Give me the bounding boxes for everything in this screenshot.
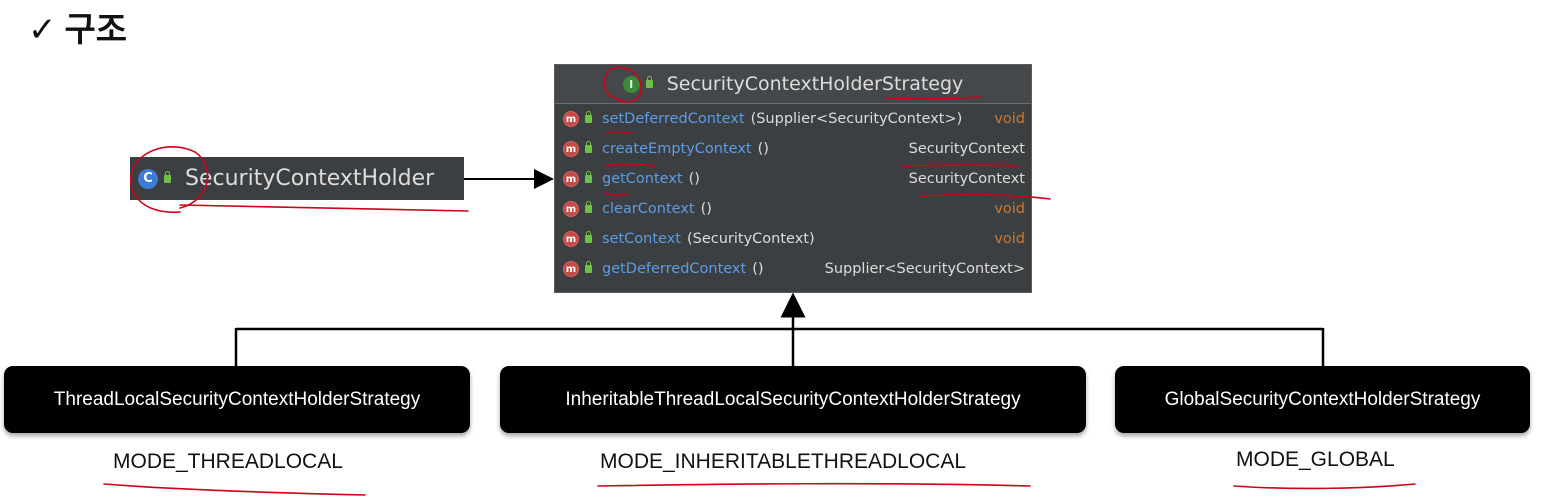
checkmark-icon: ✓: [28, 10, 57, 50]
method-name: getDeferredContext: [602, 261, 747, 277]
strategy-interface-box: I SecurityContextHolderStrategy m setDef…: [554, 64, 1032, 293]
page-title: ✓구조: [28, 2, 127, 51]
method-name: clearContext: [602, 201, 695, 217]
mode-label-inheritable: MODE_INHERITABLETHREADLOCAL: [600, 450, 967, 473]
annotation-underline: [103, 483, 366, 496]
lock-icon: [645, 76, 653, 88]
method-return-type: SecurityContext: [908, 141, 1025, 157]
holder-class-name: SecurityContextHolder: [185, 166, 435, 191]
method-params: (): [757, 141, 769, 157]
method-icon: m: [563, 111, 579, 127]
method-params: (): [688, 171, 700, 187]
lock-icon: [164, 170, 171, 183]
lock-icon: [585, 201, 592, 213]
method-row: m clearContext () void: [555, 194, 1031, 224]
annotation-underline: [597, 482, 1031, 487]
method-row: m setDeferredContext (Supplier<SecurityC…: [555, 104, 1031, 134]
annotation-underline: [179, 204, 469, 212]
holder-class-box: C SecurityContextHolder: [130, 157, 464, 200]
title-text: 구조: [64, 10, 128, 50]
impl-class-name: ThreadLocalSecurityContextHolderStrategy: [53, 388, 421, 410]
impl-class-name: GlobalSecurityContextHolderStrategy: [1164, 388, 1481, 410]
method-row: m getDeferredContext () Supplier<Securit…: [555, 254, 1031, 284]
method-row: m getContext () SecurityContext: [555, 164, 1031, 194]
strategy-interface-name: SecurityContextHolderStrategy: [666, 73, 964, 95]
method-name: setDeferredContext: [602, 111, 745, 127]
annotation-underline: [1233, 483, 1416, 490]
interface-icon: I: [622, 75, 640, 93]
lock-icon: [585, 141, 592, 153]
method-params: (SecurityContext): [686, 231, 815, 247]
method-name: setContext: [602, 231, 681, 247]
lock-icon: [585, 231, 592, 243]
method-row: m setContext (SecurityContext) void: [555, 224, 1031, 254]
method-return-type: void: [994, 201, 1025, 217]
impl-threadlocal-box: ThreadLocalSecurityContextHolderStrategy: [4, 366, 470, 433]
method-return-type: Supplier<SecurityContext>: [824, 261, 1025, 277]
method-return-type: void: [994, 111, 1025, 127]
impl-inheritable-box: InheritableThreadLocalSecurityContextHol…: [500, 366, 1086, 433]
method-icon: m: [563, 261, 579, 277]
lock-icon: [585, 261, 592, 273]
impl-class-name: InheritableThreadLocalSecurityContextHol…: [565, 388, 1021, 410]
method-icon: m: [563, 201, 579, 217]
strategy-header: I SecurityContextHolderStrategy: [555, 65, 1031, 104]
lock-icon: [585, 111, 592, 123]
method-row: m createEmptyContext () SecurityContext: [555, 134, 1031, 164]
method-params: (): [752, 261, 764, 277]
method-params: (Supplier<SecurityContext>): [750, 111, 963, 127]
mode-label-threadlocal: MODE_THREADLOCAL: [113, 450, 343, 473]
method-params: (): [700, 201, 712, 217]
method-icon: m: [563, 141, 579, 157]
method-return-type: SecurityContext: [908, 171, 1025, 187]
method-icon: m: [563, 231, 579, 247]
class-icon: C: [138, 168, 158, 189]
mode-label-global: MODE_GLOBAL: [1236, 448, 1395, 471]
lock-icon: [585, 171, 592, 183]
method-icon: m: [563, 171, 579, 187]
method-return-type: void: [994, 231, 1025, 247]
method-name: createEmptyContext: [602, 141, 752, 157]
method-name: getContext: [602, 171, 683, 187]
impl-global-box: GlobalSecurityContextHolderStrategy: [1115, 366, 1530, 433]
